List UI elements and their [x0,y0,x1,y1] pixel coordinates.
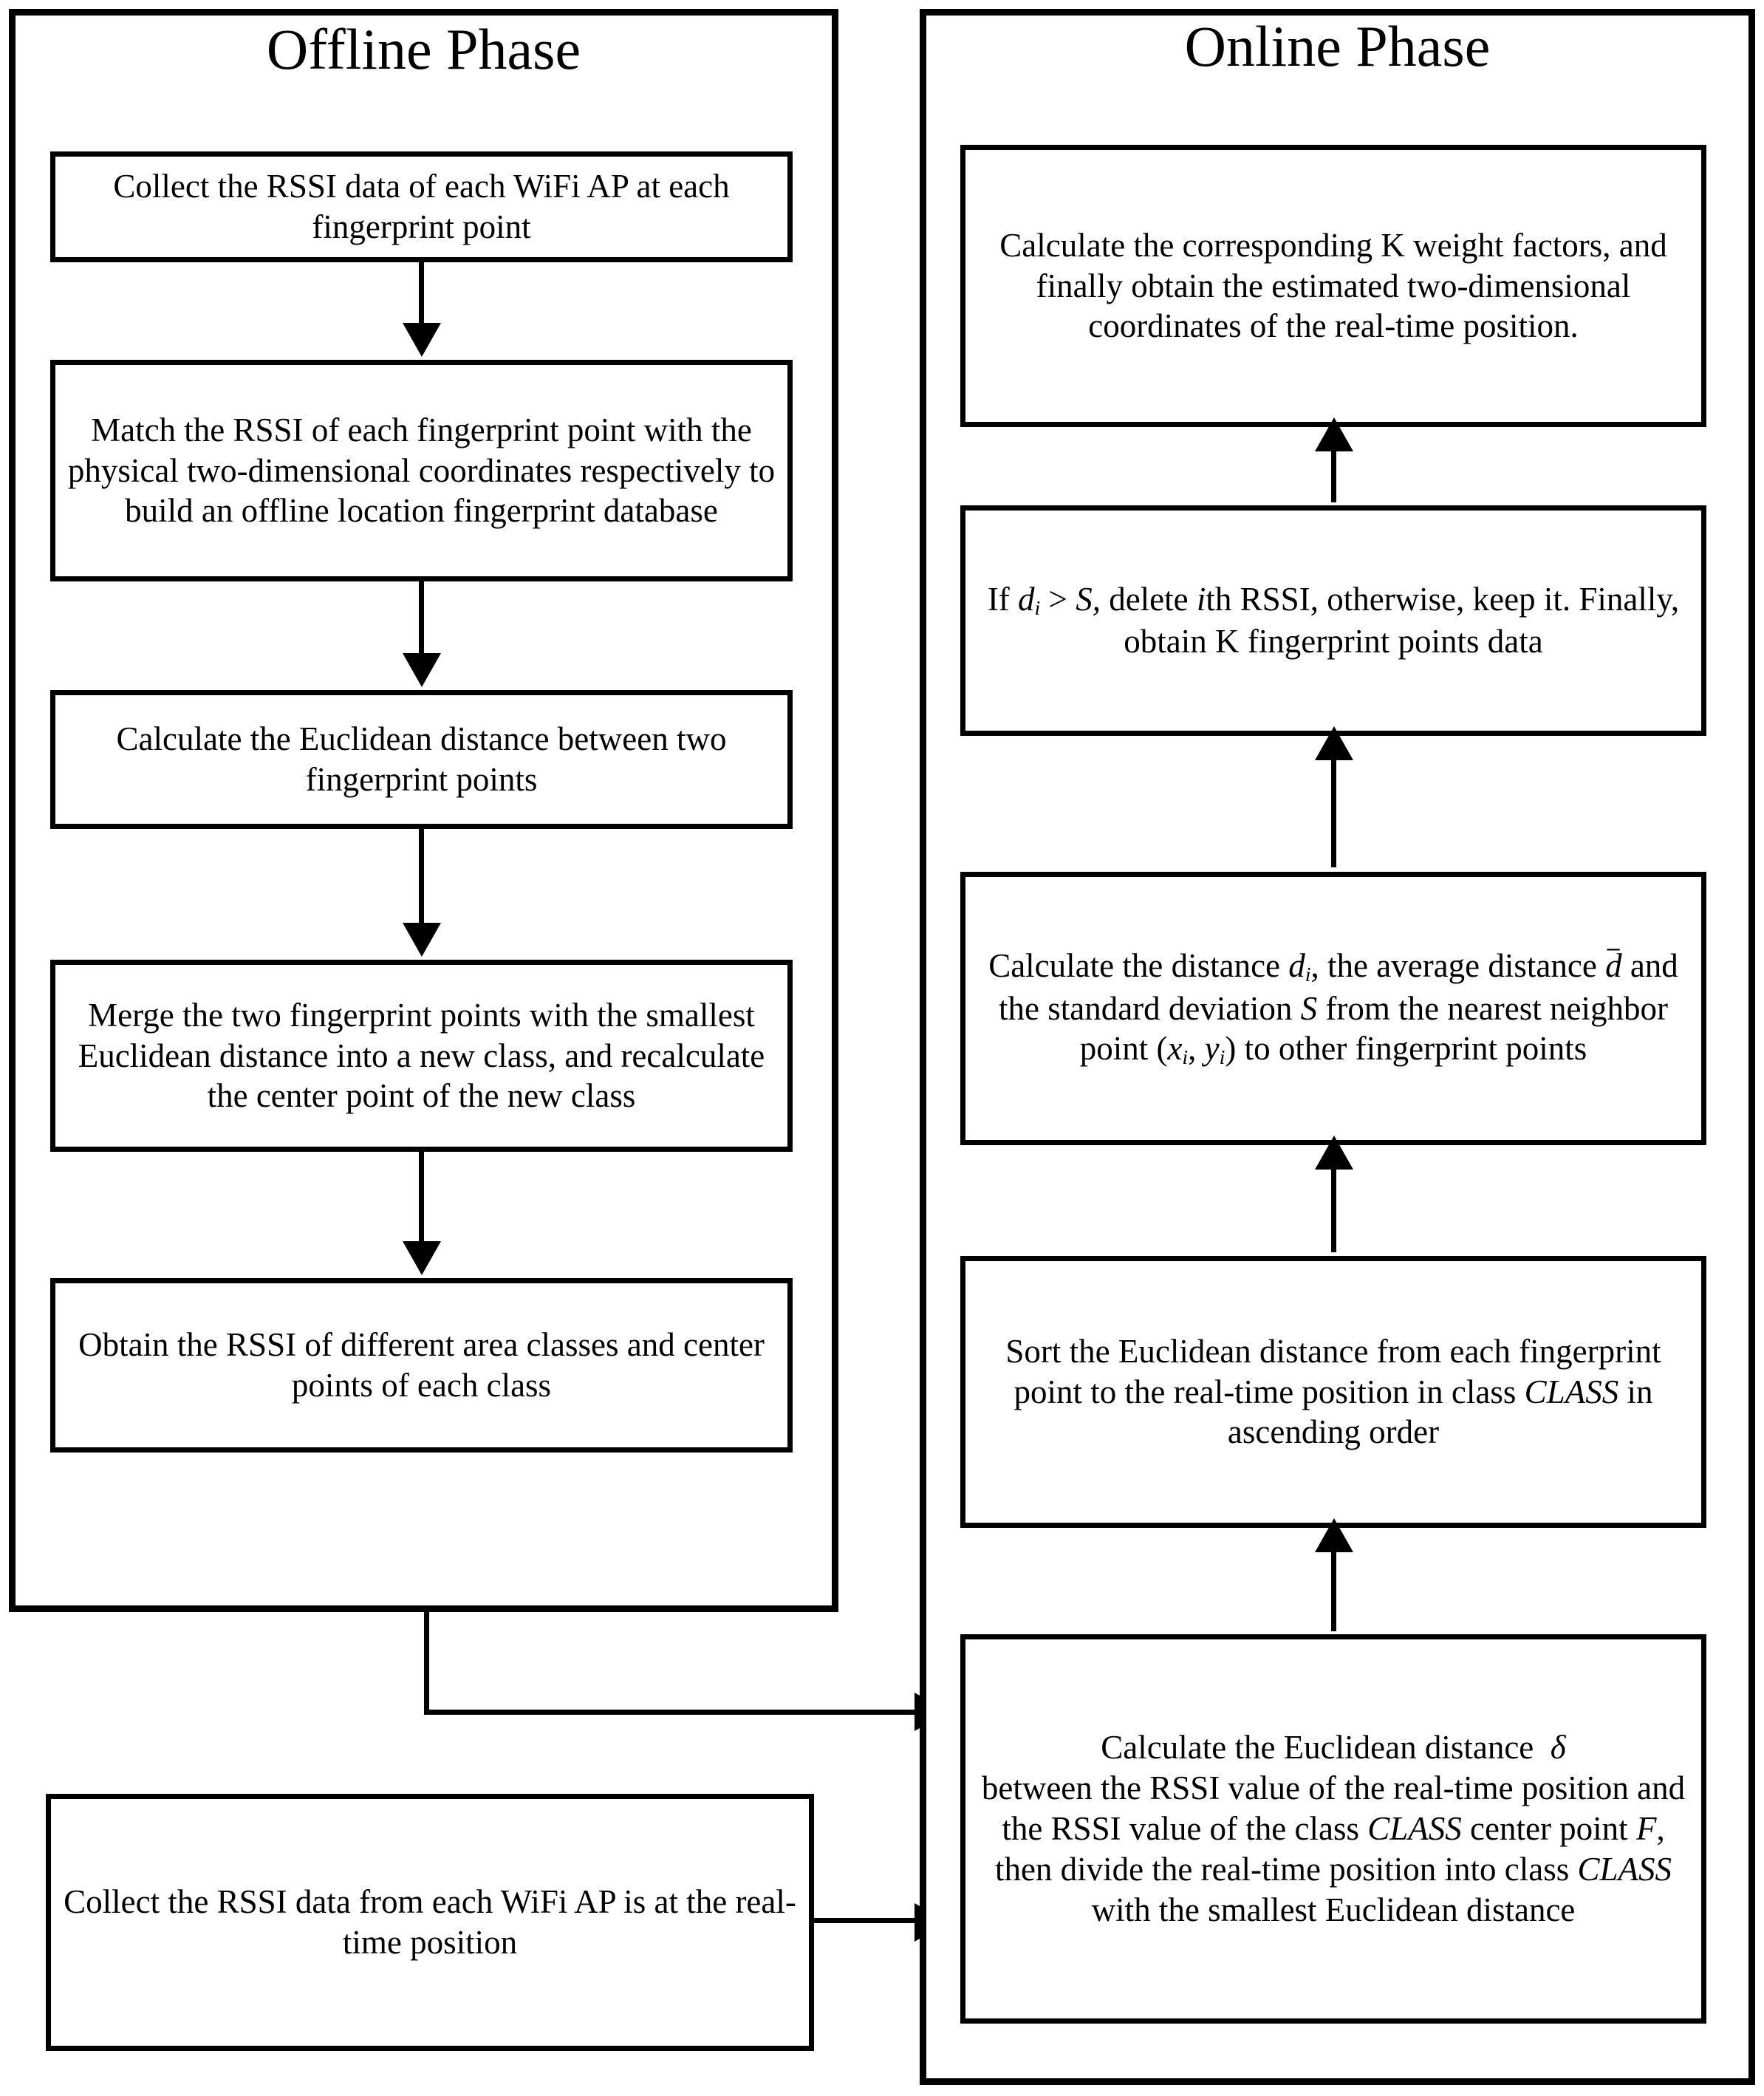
offline-to-online-connector-vertical [424,1612,429,1715]
offline-arrow-3-4 [403,923,441,957]
online-connector-4-3 [1331,1145,1336,1252]
offline-arrow-4-5 [403,1241,441,1275]
offline-connector-1-2 [419,262,424,336]
realtime-input-label: Collect the RSSI data from each WiFi AP … [64,1883,796,1961]
online-step-4-sort-euclidean-ascending[interactable]: Sort the Euclidean distance from each fi… [960,1256,1706,1528]
offline-step-1-label: Collect the RSSI data of each WiFi AP at… [113,168,730,245]
online-step-1-label: Calculate the corresponding K weight fac… [999,226,1667,345]
online-arrow-4-3 [1315,1136,1353,1170]
offline-step-5-obtain-rssi-area-classes[interactable]: Obtain the RSSI of different area classe… [50,1278,793,1452]
offline-step-4-merge-two-points[interactable]: Merge the two fingerprint points with th… [50,960,793,1152]
online-arrow-5-4 [1315,1518,1353,1552]
offline-step-5-label: Obtain the RSSI of different area classe… [78,1326,765,1404]
online-connector-3-2 [1331,736,1336,867]
online-phase-title: Online Phase [1184,14,1491,78]
offline-arrow-2-3 [403,653,441,687]
realtime-input-connector [814,1918,948,1923]
offline-step-1-collect-rssi-fingerprint[interactable]: Collect the RSSI data of each WiFi AP at… [50,151,793,262]
online-connector-2-1 [1331,427,1336,502]
online-step-4-label: Sort the Euclidean distance from each fi… [1005,1332,1661,1451]
offline-step-2-label: Match the RSSI of each fingerprint point… [67,411,776,530]
online-step-5-calc-euclidean-delta[interactable]: Calculate the Euclidean distance δ betwe… [960,1634,1706,2024]
online-arrow-3-2 [1315,726,1353,760]
online-step-3-label: Calculate the distance di, the average d… [976,946,1691,1071]
online-arrow-2-1 [1315,417,1353,451]
offline-to-online-connector-horizontal [424,1710,948,1715]
online-connector-5-4 [1331,1528,1336,1631]
online-step-3-calc-distance-stats[interactable]: Calculate the distance di, the average d… [960,872,1706,1145]
offline-connector-4-5 [419,1152,424,1255]
offline-phase-title: Offline Phase [266,17,581,81]
offline-step-3-calc-euclidean-two-points[interactable]: Calculate the Euclidean distance between… [50,690,793,829]
online-step-1-calc-weight-factors[interactable]: Calculate the corresponding K weight fac… [960,145,1706,427]
online-step-2-label: If di > S, delete ith RSSI, otherwise, k… [987,580,1680,660]
offline-step-2-match-rssi-coordinates[interactable]: Match the RSSI of each fingerprint point… [50,360,793,581]
offline-arrow-1-2 [403,323,441,357]
offline-connector-2-3 [419,581,424,666]
online-step-5-label: Calculate the Euclidean distance δ betwe… [981,1729,1686,1928]
offline-step-3-label: Calculate the Euclidean distance between… [116,720,727,798]
online-step-2-threshold-delete-rssi[interactable]: If di > S, delete ith RSSI, otherwise, k… [960,505,1706,736]
offline-step-4-label: Merge the two fingerprint points with th… [78,996,765,1115]
offline-connector-3-4 [419,829,424,936]
realtime-input-collect-rssi[interactable]: Collect the RSSI data from each WiFi AP … [46,1794,814,2051]
